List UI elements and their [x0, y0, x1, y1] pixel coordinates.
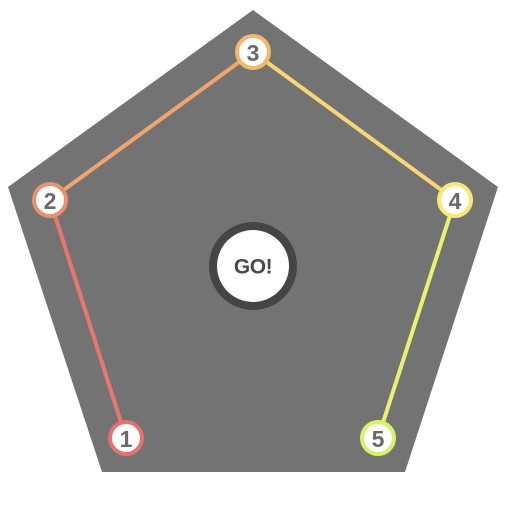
go-button-label: GO!: [234, 256, 272, 279]
go-button-face: [217, 230, 289, 302]
node-4[interactable]: 4: [437, 182, 473, 218]
node-1[interactable]: 1: [108, 420, 144, 456]
node-label: 1: [120, 426, 133, 452]
path-segment-1-2: [48, 198, 128, 440]
node-label: 5: [372, 426, 385, 452]
node-circle: [32, 182, 68, 218]
node-circle: [235, 34, 271, 70]
node-label: 2: [44, 188, 57, 214]
node-label: 4: [449, 188, 462, 214]
node-5[interactable]: 5: [360, 420, 396, 456]
path-segment-2-3: [48, 50, 255, 202]
node-3[interactable]: 3: [235, 34, 271, 70]
node-circle: [360, 420, 396, 456]
path-segment-4-5: [376, 198, 457, 440]
node-circle: [108, 420, 144, 456]
connection-path: [48, 50, 457, 440]
node-circle: [437, 182, 473, 218]
node-label: 3: [247, 40, 260, 66]
go-button[interactable]: GO!: [209, 222, 297, 310]
node-2[interactable]: 2: [32, 182, 68, 218]
node-group: 1 2 3 4 5: [32, 34, 473, 456]
path-segment-3-4: [251, 50, 457, 202]
